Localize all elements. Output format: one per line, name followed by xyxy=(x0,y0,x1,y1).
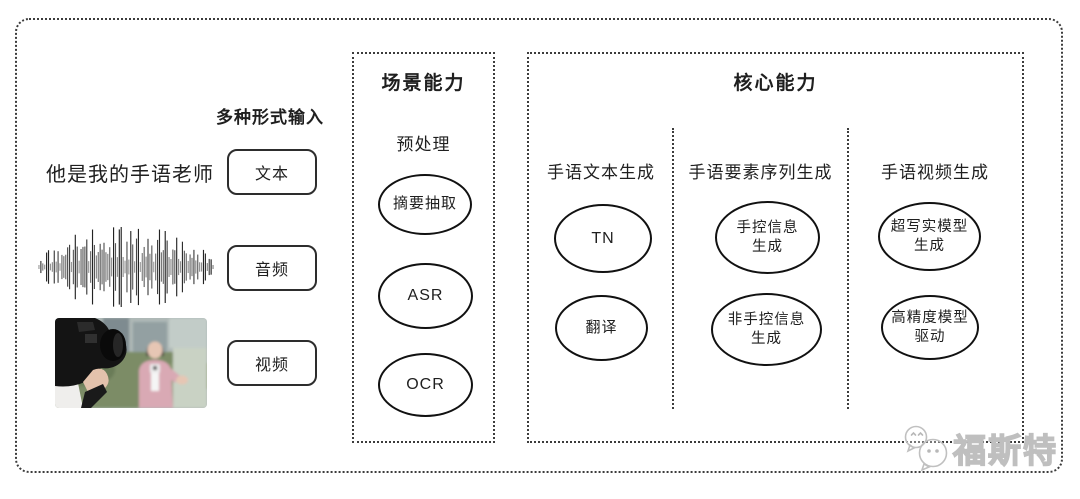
node-manual-info-generation: 手控信息 生成 xyxy=(715,201,820,274)
node-asr-label: ASR xyxy=(407,287,444,304)
node-tn-label: TN xyxy=(591,229,615,247)
input-section-heading: 多种形式输入 xyxy=(216,108,324,127)
audio-waveform-image xyxy=(38,227,214,307)
input-box-video-label: 视频 xyxy=(254,357,289,374)
column-divider-2 xyxy=(847,128,849,409)
node-non-manual-info-generation: 非手控信息 生成 xyxy=(711,293,822,366)
column-divider-1 xyxy=(672,128,674,409)
column-header-sign-video-generation: 手语视频生成 xyxy=(881,163,989,182)
scene-capability-panel: 场景能力 预处理 摘要抽取 ASR OCR xyxy=(352,52,495,443)
node-high-precision-model-driving-label: 高精度模型 驱动 xyxy=(891,310,969,345)
node-summary-extraction: 摘要抽取 xyxy=(378,174,472,235)
preprocess-label: 预处理 xyxy=(396,135,451,154)
column-header-sign-text-generation: 手语文本生成 xyxy=(547,163,655,182)
node-summary-extraction-label: 摘要抽取 xyxy=(392,195,457,213)
node-tn: TN xyxy=(554,204,652,273)
core-capability-panel: 核心能力 手语文本生成 TN 翻译 手语要素序列生成 手控信息 生成 非手控信息… xyxy=(527,52,1024,443)
node-asr: ASR xyxy=(378,263,473,329)
sample-sentence: 他是我的手语老师 xyxy=(46,164,214,186)
scene-panel-title: 场景能力 xyxy=(381,73,466,94)
node-high-precision-model-driving: 高精度模型 驱动 xyxy=(881,295,979,360)
node-translation: 翻译 xyxy=(555,295,648,361)
video-thumbnail-photo xyxy=(55,318,207,408)
watermark-text: 福斯特 xyxy=(952,431,1058,469)
node-hyperreal-model-generation-label: 超写实模型 生成 xyxy=(890,219,969,254)
node-non-manual-info-generation-label: 非手控信息 生成 xyxy=(727,312,806,347)
input-box-audio: 音频 xyxy=(227,245,317,291)
input-box-audio-label: 音频 xyxy=(254,262,289,279)
input-box-text-label: 文本 xyxy=(254,166,289,183)
input-box-video: 视频 xyxy=(227,340,317,386)
node-ocr: OCR xyxy=(378,353,473,417)
node-hyperreal-model-generation: 超写实模型 生成 xyxy=(878,202,981,271)
core-panel-title: 核心能力 xyxy=(733,73,818,94)
outer-dotted-border xyxy=(15,18,1063,473)
input-box-text: 文本 xyxy=(227,149,317,195)
node-translation-label: 翻译 xyxy=(585,318,618,336)
watermark: 福斯特 xyxy=(901,424,1058,472)
node-ocr-label: OCR xyxy=(406,376,445,393)
cameraman-interview-photo xyxy=(55,318,207,408)
node-manual-info-generation-label: 手控信息 生成 xyxy=(736,220,799,255)
column-header-sign-element-sequence-generation: 手语要素序列生成 xyxy=(688,163,833,182)
chat-bubbles-mascot-icon xyxy=(904,425,948,472)
